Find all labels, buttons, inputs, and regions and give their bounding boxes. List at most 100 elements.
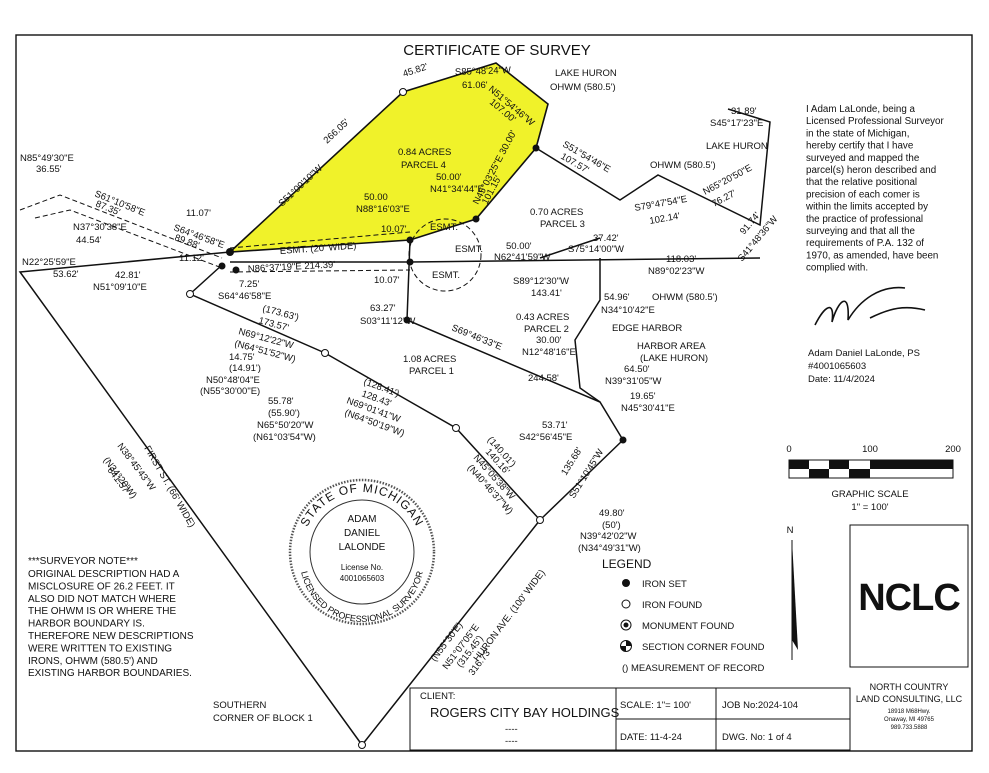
note-line: ALSO DID NOT MATCH WHERE — [28, 594, 176, 605]
note-line: WERE WRITTEN TO EXISTING — [28, 643, 172, 654]
iron-set-point — [472, 215, 480, 223]
certification-line: hereby certify that I have — [806, 141, 914, 152]
seal-line: LALONDE — [339, 542, 386, 553]
survey-label-b15a: 42.81' — [115, 270, 141, 281]
iron-found-point — [358, 741, 366, 749]
client-blank: ---- — [505, 736, 518, 747]
page-title: CERTIFICATE OF SURVEY — [403, 42, 591, 59]
survey-label-p4b: PARCEL 4 — [401, 160, 446, 171]
surveyor-license: #4001065603 — [808, 361, 866, 372]
sheet-border — [15, 34, 973, 752]
north-label: N — [787, 525, 794, 536]
survey-label-b1b: S85°48'24"W — [455, 65, 511, 78]
iron-set-point — [406, 236, 414, 244]
easement-dashed-west — [19, 194, 223, 259]
boundary-east — [539, 439, 624, 521]
scale-block — [789, 460, 809, 469]
note-line: EXISTING HARBOR BOUNDARIES. — [28, 668, 192, 679]
surveyor-seal: STATE OF MICHIGAN LICENSED PROFESSIONAL … — [288, 478, 436, 626]
survey-label-esmt2: ESMT. — [455, 244, 483, 255]
survey-label-edge: EDGE HARBOR — [612, 323, 682, 334]
legend-iron-found-icon — [621, 599, 631, 609]
survey-label-b11: 11.07' — [186, 208, 211, 219]
seal-line: License No. — [341, 563, 383, 572]
survey-label-p3b: PARCEL 3 — [540, 219, 585, 230]
scale-block — [870, 460, 953, 469]
legend-item: () MEASUREMENT OF RECORD — [622, 663, 764, 674]
survey-label-b20a: N22°25'59"E — [22, 257, 76, 268]
survey-label-ohwm-2: OHWM (580.5') — [650, 160, 716, 171]
easement-dashed — [19, 194, 482, 292]
note-line: ORIGINAL DESCRIPTION HAD A — [28, 569, 180, 580]
survey-label-b1c: 61.06' — [462, 80, 488, 91]
boundary-parcel-1-north — [406, 239, 624, 441]
seal-outer-ring — [288, 478, 436, 626]
note-line: MISCLOSURE OF 26.2 FEET. IT — [28, 581, 175, 592]
legend-section-corner-fill — [620, 640, 632, 652]
survey-label-b23a: S89°12'30"W — [513, 276, 569, 287]
certification-line: that the relative positional — [806, 177, 917, 188]
north-arrow: N — [787, 525, 798, 660]
iron-found-point — [321, 349, 329, 357]
date-field: DATE: 11-4-24 — [620, 732, 682, 743]
boundary-lines — [18, 108, 771, 746]
survey-label-b25b: S45°17'23"E — [710, 118, 763, 129]
company-logo: NCLC — [858, 577, 960, 619]
scale-tick-100: 100 — [862, 444, 878, 455]
survey-label-b36b: S42°56'45"E — [519, 432, 572, 443]
survey-label-p4a: 0.84 ACRES — [398, 147, 451, 158]
survey-label-b42d: (N61°03'54"W) — [253, 432, 316, 443]
survey-label-b22b: S75°14'00"W — [568, 244, 624, 255]
boundary-huron-ave — [188, 264, 541, 746]
legend: LEGEND IRON SET IRON FOUND MONUMENT FOUN… — [602, 557, 765, 674]
survey-label-p2a: 0.43 ACRES — [516, 312, 569, 323]
survey-label-b25a: 31.89' — [731, 106, 757, 117]
legend-monument-icon-dot — [623, 622, 629, 628]
iron-found-point — [186, 290, 194, 298]
certification-line: I Adam LaLonde, being a — [806, 104, 915, 115]
survey-label-b26b: 102.14' — [649, 211, 681, 227]
survey-label-b22a: 37.42' — [593, 233, 619, 244]
iron-set-point — [218, 262, 226, 270]
survey-label-p3a: 0.70 ACRES — [530, 207, 583, 218]
survey-label-b12: 11.12' — [179, 253, 204, 264]
surveyor-date: Date: 11/4/2024 — [808, 374, 875, 385]
seal-line: ADAM — [348, 514, 377, 525]
survey-label-b44a: 49.80' — [599, 508, 625, 519]
survey-label-b9: N86°37'19"E 214.39' — [248, 259, 336, 275]
seal-line: 4001065603 — [340, 574, 385, 583]
client-blank: ---- — [505, 724, 518, 735]
survey-label-b16a: N85°49'30"E — [20, 153, 74, 164]
survey-label-esmt3: ESMT. — [432, 270, 460, 281]
company-phone: 989.733.5888 — [891, 725, 928, 731]
survey-label-south2: CORNER OF BLOCK 1 — [213, 713, 313, 724]
iron-set-point — [232, 266, 240, 274]
survey-label-b29b: S03°11'12"W — [360, 316, 415, 327]
signature — [814, 286, 926, 326]
iron-set-point — [532, 144, 540, 152]
survey-label-b42a: 55.78' — [268, 396, 294, 407]
scale-block — [829, 460, 849, 469]
surveyor-note: ***SURVEYOR NOTE***ORIGINAL DESCRIPTION … — [28, 556, 194, 679]
legend-title: LEGEND — [602, 557, 652, 571]
survey-label-b8: 10.07' — [381, 224, 407, 235]
company-name-1: NORTH COUNTRY — [870, 682, 949, 692]
scale-block — [809, 469, 829, 478]
survey-label-b5a: 266.05' — [322, 117, 352, 146]
survey-label-b30b: N34°10'42"E — [601, 305, 655, 316]
survey-label-b32: S69°46'33"E — [450, 323, 504, 353]
certification-line: surveyed and mapped the — [806, 153, 920, 164]
survey-label-b44d: (N34°49'31"W) — [578, 543, 641, 554]
survey-label-b21a: 50.00' — [506, 241, 532, 252]
survey-label-b39a: 14.75' — [229, 352, 255, 363]
seal-inner-ring — [309, 499, 415, 605]
survey-label-b30a: 54.96' — [604, 292, 630, 303]
survey-label-b20b: 53.62' — [53, 269, 79, 280]
survey-label-b7b: N88°16'03"E — [356, 204, 410, 215]
easement-dashed-top — [229, 231, 411, 249]
company-address-2: Onaway, MI 49765 — [884, 717, 935, 723]
survey-label-b19a: N37°30'38"E — [73, 222, 127, 233]
survey-label-b7a: 50.00 — [364, 192, 388, 203]
certification-line: Licensed Professional Surveyor — [806, 116, 945, 127]
